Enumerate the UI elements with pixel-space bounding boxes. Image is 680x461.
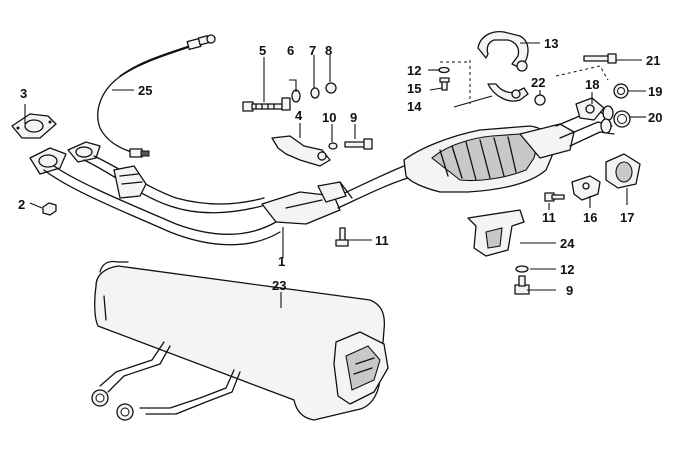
- callout-11-center: 11: [375, 233, 389, 248]
- callout-18: 18: [585, 77, 599, 92]
- bolt-right: [544, 192, 565, 202]
- rear-connector-pipes: [555, 97, 615, 147]
- callout-5: 5: [259, 43, 266, 58]
- nut-front: [42, 202, 57, 216]
- callout-19: 19: [648, 84, 662, 99]
- front-exhaust-pipe: [29, 141, 409, 246]
- callout-22: 22: [531, 75, 545, 90]
- callout-4: 4: [295, 108, 303, 123]
- callout-15: 15: [407, 81, 421, 96]
- callout-11-right: 11: [542, 210, 556, 225]
- callout-20: 20: [648, 110, 662, 125]
- rear-silencer: [91, 260, 389, 421]
- callout-23: 23: [272, 278, 286, 293]
- rubber-mount: [605, 153, 641, 189]
- callout-17: 17: [620, 210, 634, 225]
- callout-2: 2: [18, 197, 25, 212]
- bolt-set-right-top: [534, 53, 617, 106]
- bolt-set-middle: [328, 138, 373, 150]
- heat-shield-bracket: [271, 135, 331, 167]
- bolt-center: [335, 227, 349, 247]
- callout-1: 1: [278, 254, 285, 269]
- clamp-bracket: [440, 30, 529, 104]
- callout-12-upper: 12: [407, 63, 421, 78]
- bolt-set-upper: [242, 79, 337, 112]
- callout-9-upper: 9: [350, 110, 357, 125]
- flange-gasket-upper: [11, 113, 57, 139]
- callout-9-lower: 9: [566, 283, 573, 298]
- callout-6: 6: [287, 43, 294, 58]
- callout-13: 13: [544, 36, 558, 51]
- callout-24: 24: [560, 236, 575, 251]
- hanger-mount: [467, 209, 525, 257]
- callout-labels: 1 2 3 4 5 6 7 8 9 10 11 11 12 12 13 14 1…: [18, 36, 662, 298]
- callout-8: 8: [325, 43, 332, 58]
- bolt-and-washer-upper: [438, 66, 450, 91]
- callout-16: 16: [583, 210, 597, 225]
- callout-12-lower: 12: [560, 262, 574, 277]
- sealing-rings: [613, 83, 631, 128]
- callout-21: 21: [646, 53, 660, 68]
- leader-lines: [24, 42, 646, 308]
- bolt-set-lower-right: [514, 265, 530, 295]
- oxygen-sensor-cable: [97, 34, 216, 158]
- callout-7: 7: [309, 43, 316, 58]
- catalytic-converter: [403, 123, 575, 193]
- callout-14: 14: [407, 99, 422, 114]
- callout-3: 3: [20, 86, 27, 101]
- callout-25: 25: [138, 83, 152, 98]
- callout-10: 10: [322, 110, 336, 125]
- bracket-small: [571, 175, 601, 201]
